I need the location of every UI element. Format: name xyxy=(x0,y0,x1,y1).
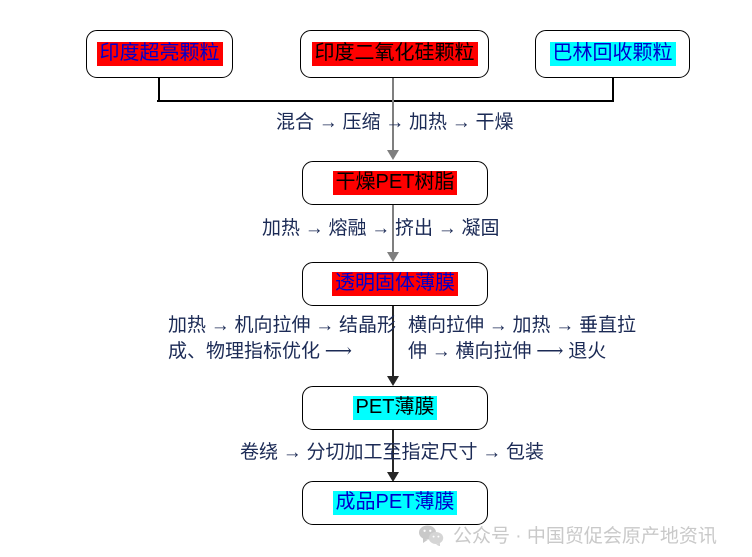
process-text-3-right-line-1: 横向拉伸 → 加热 → 垂直拉 xyxy=(408,315,637,336)
node-input-1-label: 印度超亮颗粒 xyxy=(96,42,223,66)
process-text-3-left-line-2: 成、物理指标优化 ⟶ xyxy=(168,341,352,362)
node-input-2-label: 印度二氧化硅颗粒 xyxy=(311,42,478,66)
connector-trunk-2 xyxy=(392,205,394,253)
process-text-2: 加热 → 熔融 → 挤出 → 凝固 xyxy=(262,218,500,239)
process-text-1: 混合 → 压缩 → 加热 → 干燥 xyxy=(276,112,514,133)
arrowhead-to-dried-resin xyxy=(387,150,399,160)
arrowhead-to-finished-pet-film xyxy=(387,472,399,482)
wechat-icon xyxy=(418,524,444,546)
node-input-2[interactable]: 印度二氧化硅颗粒 xyxy=(300,30,489,78)
process-text-3-left-line-1: 加热 → 机向拉伸 → 结晶形 xyxy=(168,315,397,336)
arrowhead-to-pet-film xyxy=(387,376,399,386)
arrowhead-to-transparent-film xyxy=(387,252,399,262)
node-input-3-label: 巴林回收颗粒 xyxy=(549,42,676,66)
connector-input-3-stub xyxy=(612,78,614,101)
node-stage-pet-film[interactable]: PET薄膜 xyxy=(302,386,488,430)
node-input-3[interactable]: 巴林回收颗粒 xyxy=(535,30,690,78)
node-stage-finished-pet-film[interactable]: 成品PET薄膜 xyxy=(302,481,488,525)
connector-merge-bar xyxy=(157,100,614,102)
connector-input-1-stub xyxy=(158,78,160,101)
watermark: 公众号 · 中国贸促会原产地资讯 xyxy=(418,521,717,548)
node-stage-transparent-solid-film[interactable]: 透明固体薄膜 xyxy=(302,262,488,306)
node-stage-finished-pet-film-label: 成品PET薄膜 xyxy=(332,491,458,515)
node-input-1[interactable]: 印度超亮颗粒 xyxy=(86,30,233,78)
connector-trunk-3 xyxy=(392,306,394,378)
process-text-3-left: 加热 → 机向拉伸 → 结晶形 成、物理指标优化 ⟶ xyxy=(168,313,397,365)
process-text-3-right: 横向拉伸 → 加热 → 垂直拉 伸 → 横向拉伸 ⟶ 退火 xyxy=(408,313,643,365)
node-stage-pet-film-label: PET薄膜 xyxy=(352,396,438,420)
connector-trunk-4 xyxy=(392,430,394,474)
process-text-4: 卷绕 → 分切加工至指定尺寸 → 包装 xyxy=(240,442,545,463)
process-text-3-right-line-2: 伸 → 横向拉伸 ⟶ 退火 xyxy=(408,341,607,362)
node-stage-dried-pet-resin[interactable]: 干燥PET树脂 xyxy=(302,161,488,205)
node-stage-dried-pet-resin-label: 干燥PET树脂 xyxy=(332,171,458,195)
watermark-text: 公众号 · 中国贸促会原产地资讯 xyxy=(453,526,717,547)
connector-trunk-1 xyxy=(392,78,394,152)
node-stage-transparent-solid-film-label: 透明固体薄膜 xyxy=(332,272,458,296)
